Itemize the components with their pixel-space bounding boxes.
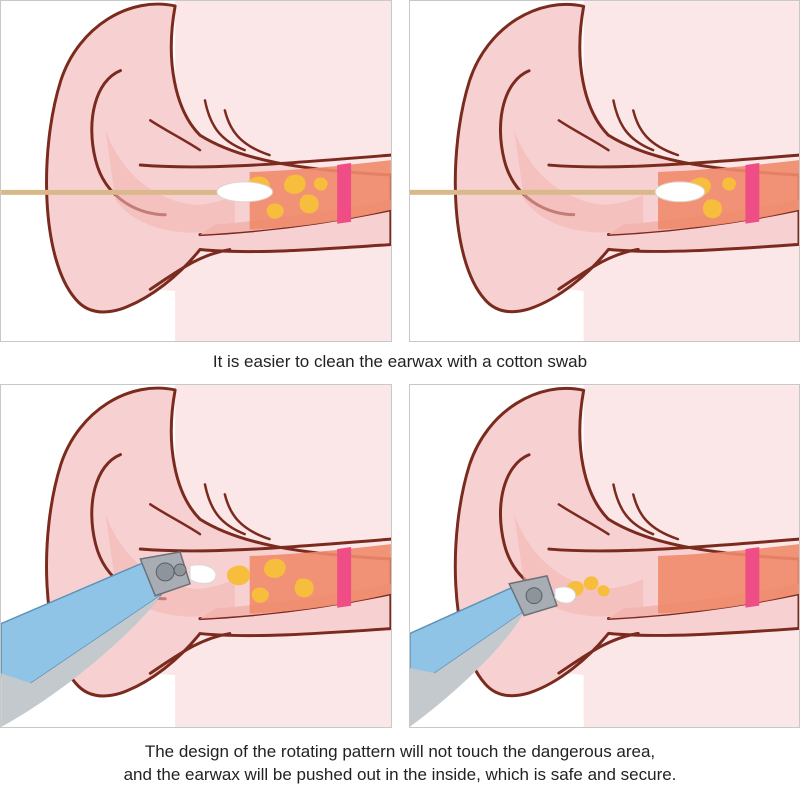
ear-illustration-swab-shallow — [410, 1, 799, 341]
swab-stick — [410, 189, 664, 195]
panel-ear-cleaner-wax-out — [409, 384, 800, 728]
device-base — [1, 595, 161, 727]
ear-illustration-device-wax-out — [410, 385, 799, 727]
caption-line-1: The design of the rotating pattern will … — [144, 742, 656, 761]
caption-line-2: and the earwax will be pushed out in the… — [123, 765, 677, 784]
ear-illustration-swab-deep — [1, 1, 391, 341]
caption-cotton-swab: It is easier to clean the earwax with a … — [212, 352, 588, 371]
earwax-blobs — [226, 558, 314, 603]
caption-device-safety: The design of the rotating pattern will … — [0, 740, 800, 786]
device-base — [410, 611, 525, 727]
ear-illustration-device — [1, 385, 391, 727]
panel-ear-cleaner-device — [0, 384, 392, 728]
cotton-tip — [654, 181, 706, 203]
soft-tip — [554, 586, 576, 604]
swab-stick — [1, 189, 225, 195]
panel-cotton-swab-deep — [0, 0, 392, 342]
panel-cotton-swab-shallow — [409, 0, 800, 342]
cotton-tip — [216, 181, 274, 203]
soft-tip — [189, 564, 217, 584]
